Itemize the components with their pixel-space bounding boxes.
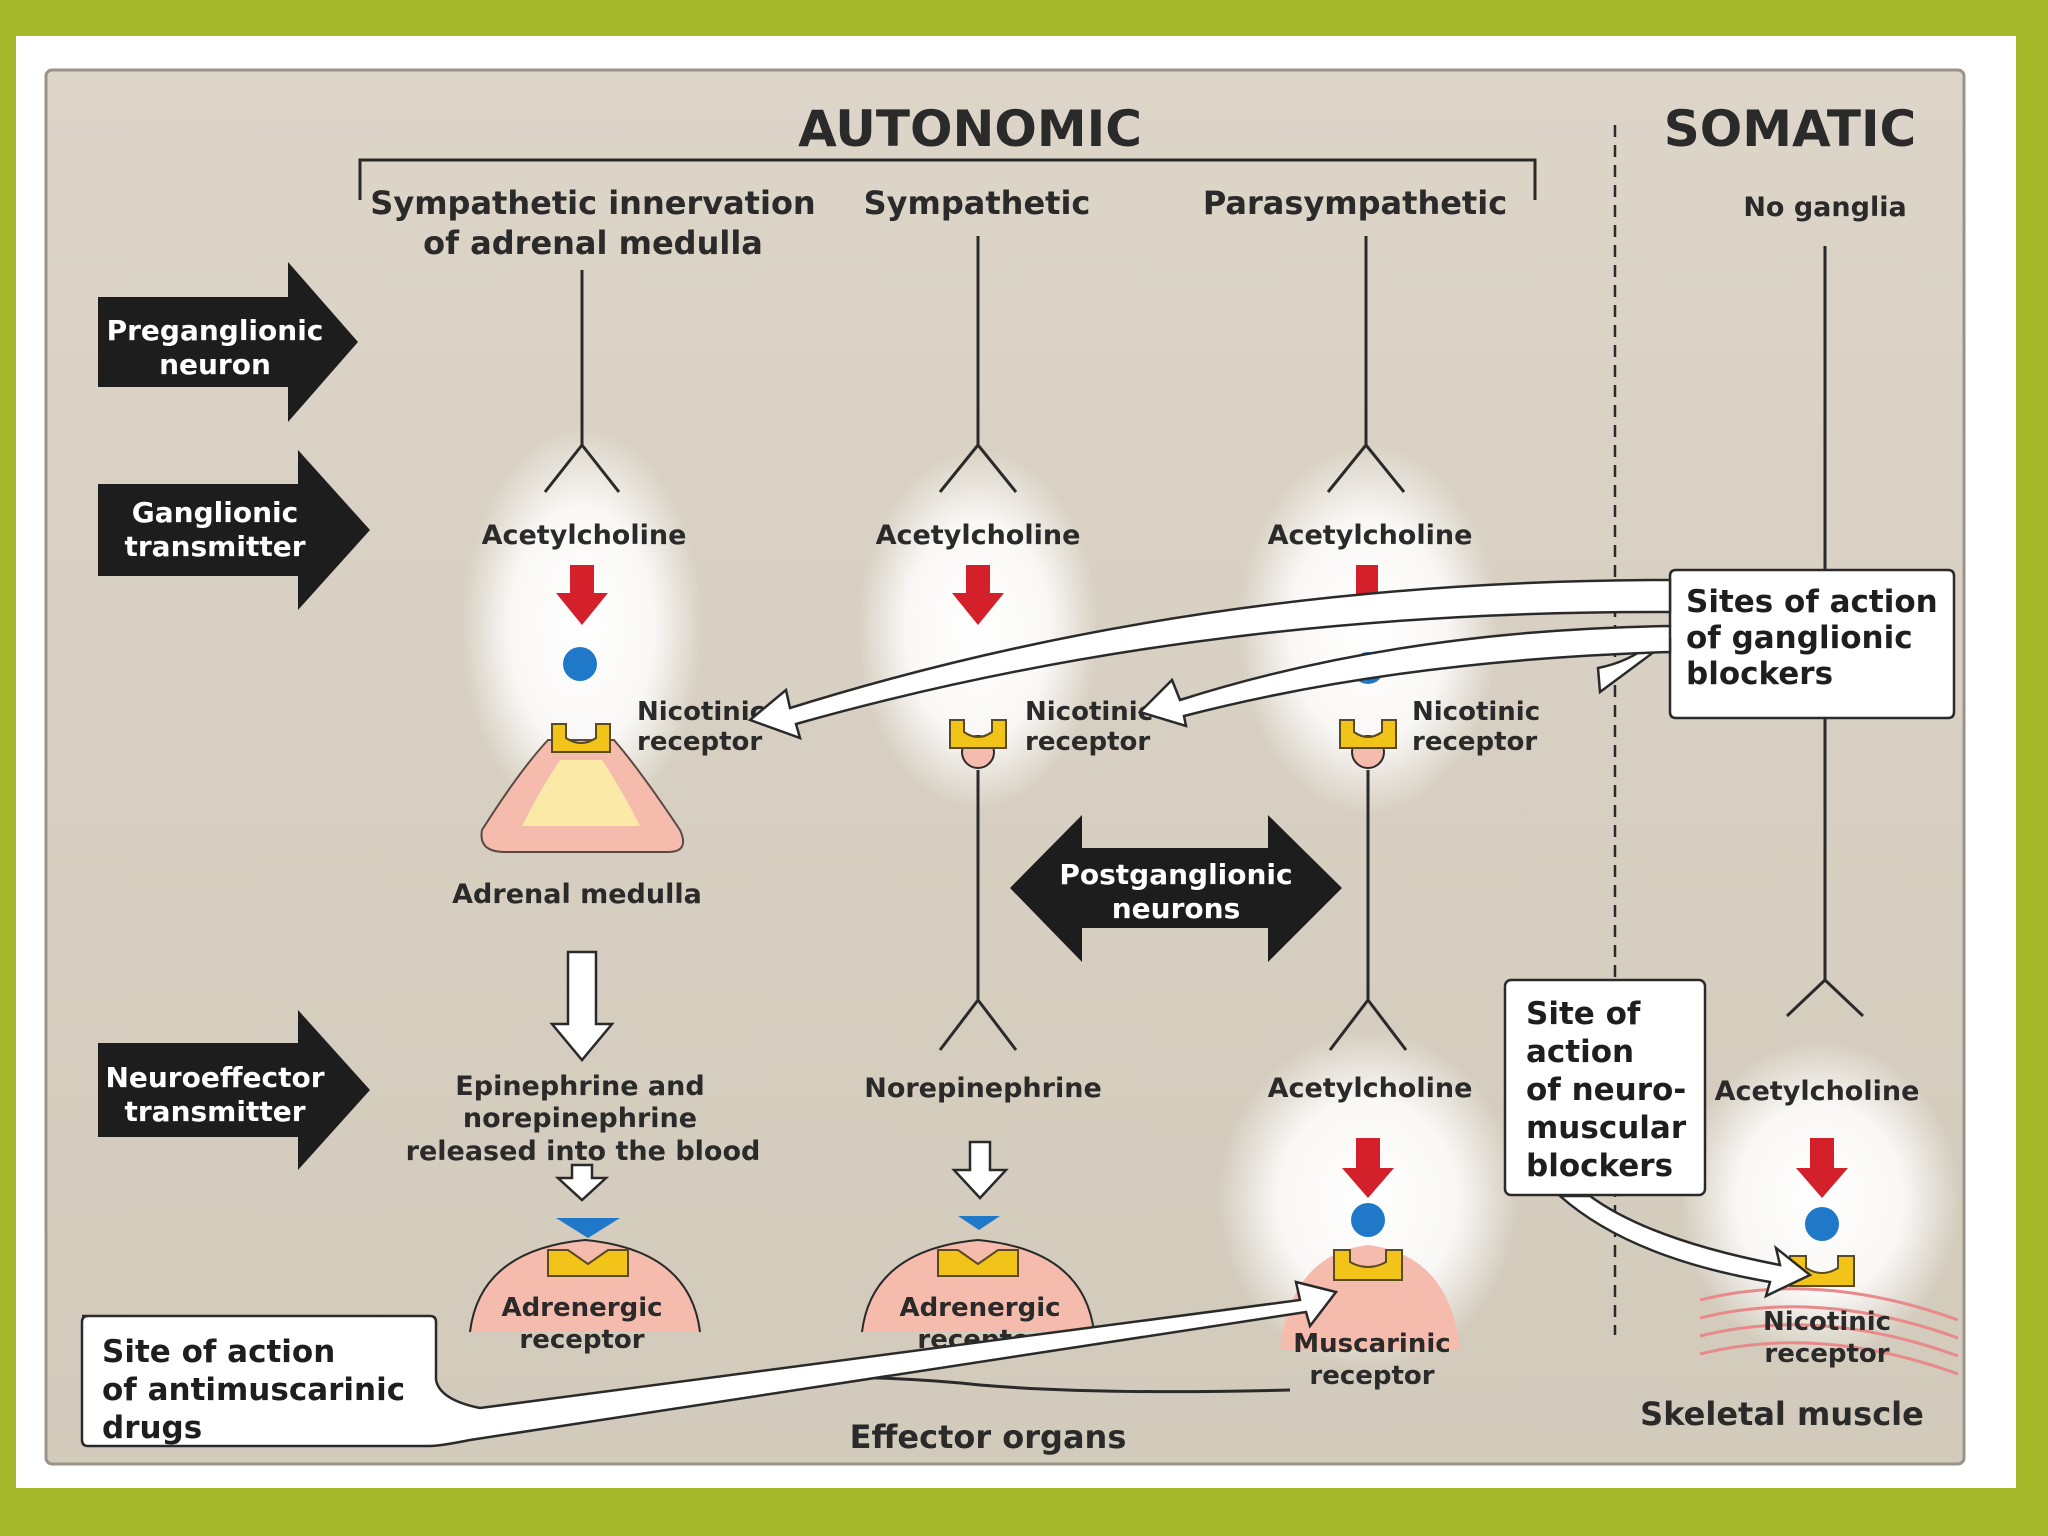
postganglionic-label-line2: neurons [1112, 892, 1241, 925]
antimuscarinic-line2: of antimuscarinic [102, 1372, 405, 1408]
row-label-neuroeffector-line1: Neuroeffector [105, 1061, 324, 1094]
column-header-parasympathetic: Parasympathetic [1203, 184, 1507, 222]
epinephrine-label-line1: Epinephrine and [455, 1071, 704, 1102]
row-label-preganglionic-line1: Preganglionic [107, 314, 324, 347]
neuroeffector-ach-parasympathetic: Acetylcholine [1268, 1073, 1473, 1104]
adrenergic-receptor-sympathetic [937, 1249, 1019, 1277]
adrenergic-label-sympathetic-line1: Adrenergic [899, 1293, 1060, 1323]
white-arrow-norepinephrine [951, 1140, 1009, 1200]
nicotinic-receptor-muscle [1789, 1255, 1855, 1287]
effector-organs-label: Effector organs [850, 1418, 1127, 1456]
white-arrow-adrenal-release [549, 950, 615, 1062]
ach-molecule-somatic [1805, 1207, 1839, 1241]
adrenergic-label-adrenal-line1: Adrenergic [501, 1293, 662, 1323]
row-label-preganglionic-line2: neuron [159, 348, 271, 381]
muscarinic-label-line2: receptor [1309, 1361, 1434, 1391]
callout-antimuscarinic: Site of action of antimuscarinic drugs [80, 1280, 1339, 1448]
column-header-adrenal-line1: Sympathetic innervation [370, 184, 815, 222]
callout-ganglionic-blockers: Sites of action of ganglionic blockers [747, 568, 1956, 741]
muscarinic-receptor [1333, 1249, 1403, 1281]
epinephrine-molecule [556, 1218, 620, 1238]
neuromuscular-blockers-line4: muscular [1526, 1110, 1687, 1146]
effector-tissue-sympathetic [861, 1216, 1095, 1333]
somatic-title: SOMATIC [1664, 100, 1917, 158]
nicotinic-label-muscle-line1: Nicotinic [1763, 1307, 1891, 1337]
ach-molecule-adrenal [563, 647, 597, 681]
norepinephrine-label: Norepinephrine [864, 1073, 1102, 1104]
row-label-ganglionic-line1: Ganglionic [132, 496, 298, 529]
adrenal-medulla-label: Adrenal medulla [452, 879, 702, 910]
column-header-sympathetic: Sympathetic [864, 184, 1091, 222]
norepinephrine-molecule [958, 1216, 1000, 1230]
skeletal-muscle-fibers [1699, 1207, 1959, 1376]
postganglionic-double-arrow: Postganglionic neurons [1010, 815, 1342, 962]
postganglionic-nerve-parasympathetic [1328, 770, 1408, 1051]
row-label-neuroeffector-line2: transmitter [124, 1095, 305, 1128]
effector-tissue-parasympathetic [1280, 1203, 1460, 1350]
neuromuscular-blockers-line3: of neuro- [1526, 1072, 1686, 1108]
glow-muscarinic [1218, 1030, 1518, 1370]
ganglionic-blockers-line2: of ganglionic [1686, 620, 1913, 656]
autonomic-title: AUTONOMIC [798, 100, 1142, 158]
column-header-adrenal-line2: of adrenal medulla [423, 224, 763, 262]
nicotinic-receptor-sympathetic [949, 719, 1007, 749]
antimuscarinic-line3: drugs [102, 1410, 202, 1446]
autonomic-bracket [358, 158, 1537, 200]
column-header-no-ganglia: No ganglia [1743, 192, 1906, 223]
skeletal-muscle-label: Skeletal muscle [1640, 1395, 1924, 1433]
nicotinic-receptor-parasympathetic [1339, 719, 1397, 749]
adrenergic-label-adrenal-line2: receptor [519, 1325, 644, 1355]
ganglionic-ach-adrenal: Acetylcholine [482, 520, 687, 551]
epinephrine-label-line3: released into the blood [406, 1136, 761, 1167]
red-arrow-sympathetic [952, 565, 1004, 625]
white-arrow-epinephrine [554, 1163, 610, 1202]
ganglionic-ach-parasympathetic: Acetylcholine [1268, 520, 1473, 551]
ganglionic-blockers-line1: Sites of action [1686, 584, 1938, 620]
ach-molecule-muscarinic [1351, 1203, 1385, 1237]
effector-tissue-adrenal-blood [469, 1218, 701, 1333]
glow-sympathetic [858, 450, 1098, 810]
red-arrow-somatic [1796, 1138, 1848, 1198]
nicotinic-label-adrenal-line1: Nicotinic [637, 697, 765, 727]
nicotinic-label-parasympathetic-line2: receptor [1412, 727, 1537, 757]
muscarinic-label-line1: Muscarinic [1293, 1329, 1450, 1359]
preganglionic-nerve-parasympathetic [1326, 236, 1406, 493]
adrenergic-receptor-adrenal [547, 1249, 629, 1277]
nicotinic-label-adrenal-line2: receptor [637, 727, 762, 757]
neuromuscular-blockers-line2: action [1526, 1034, 1634, 1070]
preganglionic-nerve-sympathetic [938, 236, 1018, 493]
row-arrow-ganglionic: Ganglionic transmitter [98, 450, 370, 610]
row-arrow-neuroeffector: Neuroeffector transmitter [98, 1010, 370, 1170]
epinephrine-label-line2: norepinephrine [463, 1103, 697, 1134]
postganglionic-nerve-sympathetic [938, 770, 1018, 1051]
nicotinic-label-muscle-line2: receptor [1764, 1339, 1889, 1369]
glow-nicotinic-muscle [1680, 1040, 1960, 1360]
ganglionic-ach-sympathetic: Acetylcholine [876, 520, 1081, 551]
row-arrow-preganglionic: Preganglionic neuron [98, 262, 358, 422]
row-label-ganglionic-line2: transmitter [124, 530, 305, 563]
adrenal-medulla-gland [480, 723, 684, 853]
ganglionic-blockers-line3: blockers [1686, 656, 1833, 692]
callout-neuromuscular-blockers: Site of action of neuro- muscular blocke… [1503, 978, 1813, 1299]
glow-adrenal [462, 428, 702, 828]
red-arrow-parasympathetic [1356, 565, 1378, 600]
postganglionic-label-line1: Postganglionic [1059, 858, 1292, 891]
nicotinic-label-sympathetic-line1: Nicotinic [1025, 697, 1153, 727]
neuromuscular-blockers-line5: blockers [1526, 1148, 1673, 1184]
red-arrow-adrenal [556, 565, 608, 625]
glow-parasympathetic [1238, 445, 1498, 815]
nicotinic-label-sympathetic-line2: receptor [1025, 727, 1150, 757]
neuromuscular-blockers-line1: Site of [1526, 996, 1641, 1032]
nicotinic-receptor-adrenal [551, 723, 611, 753]
neuroeffector-ach-somatic: Acetylcholine [1715, 1076, 1920, 1107]
red-arrow-muscarinic [1342, 1138, 1394, 1198]
antimuscarinic-line1: Site of action [102, 1334, 335, 1370]
nicotinic-label-parasympathetic-line1: Nicotinic [1412, 697, 1540, 727]
preganglionic-nerve-adrenal [543, 270, 621, 493]
